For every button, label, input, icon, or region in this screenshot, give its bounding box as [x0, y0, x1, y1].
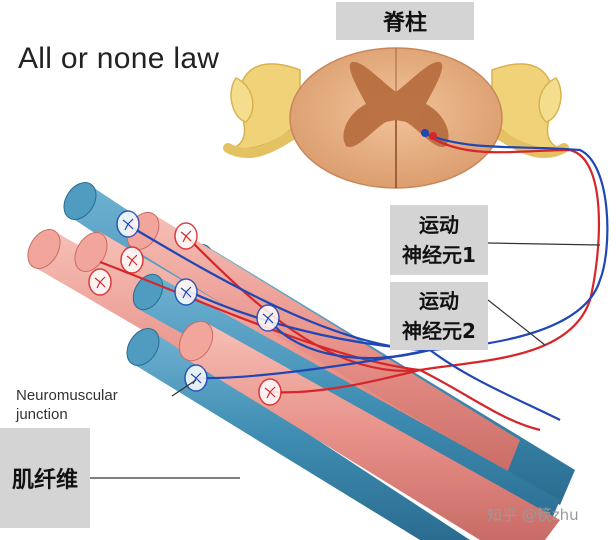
neuron-2-branch-e	[429, 349, 561, 421]
neuron-1-axon-main	[419, 137, 601, 372]
label-neuromuscular-junction: Neuromuscular junction	[16, 386, 118, 424]
neuron-1-branch-d	[419, 369, 541, 432]
junction-disc	[174, 222, 198, 250]
neuron-2-branch-d	[195, 348, 431, 380]
label-neuromuscular-line2: junction	[16, 406, 68, 423]
label-motor-neuron-2: 运动 神经元2	[390, 282, 488, 350]
left-root-lower	[223, 125, 305, 159]
label-motor-neuron-1-line1: 运动	[419, 213, 459, 237]
label-neuromuscular-line1: Neuromuscular	[16, 387, 118, 404]
left-dorsal-ganglion	[230, 77, 254, 123]
label-motor-neuron-2-line1: 运动	[419, 289, 459, 313]
leader-neuromuscular	[171, 379, 197, 397]
junction-disc	[174, 278, 198, 306]
label-motor-neuron-1-line2: 神经元1	[402, 243, 476, 267]
muscle-fibers	[27, 182, 575, 540]
label-muscle-fiber: 肌纤维	[0, 428, 90, 528]
junction-disc	[88, 268, 112, 296]
fiber-pink-4	[188, 322, 560, 540]
junction-disc	[120, 246, 144, 274]
diagram-title: All or none law	[18, 42, 220, 75]
junction-disc	[116, 210, 140, 238]
right-dorsal-ganglion	[538, 77, 562, 123]
leader-motor-neuron-1	[487, 242, 601, 246]
neuron-1-branch-a	[185, 235, 421, 372]
spinal-gray-matter	[343, 61, 449, 148]
junction-disc	[256, 304, 280, 332]
neuromuscular-junctions	[88, 210, 282, 406]
junction-disc	[258, 378, 282, 406]
fiber-pink-1	[135, 212, 520, 478]
neuron-cell-body-red	[429, 132, 437, 140]
spinal-cord	[223, 47, 569, 189]
leader-motor-neuron-2	[487, 299, 546, 346]
watermark: 知乎 @筷zhu	[487, 506, 579, 524]
neuron-2-axon-main	[425, 132, 609, 352]
fiber-blue-4	[135, 330, 470, 540]
junction-disc	[184, 364, 208, 392]
label-motor-neuron-1: 运动 神经元1	[390, 205, 488, 275]
label-spine: 脊柱	[336, 2, 474, 40]
neuron-1-branch-c	[269, 368, 421, 394]
label-motor-neuron-2-line2: 神经元2	[402, 319, 476, 343]
leader-lines	[90, 242, 601, 479]
neuron-cell-body-blue	[421, 129, 429, 137]
